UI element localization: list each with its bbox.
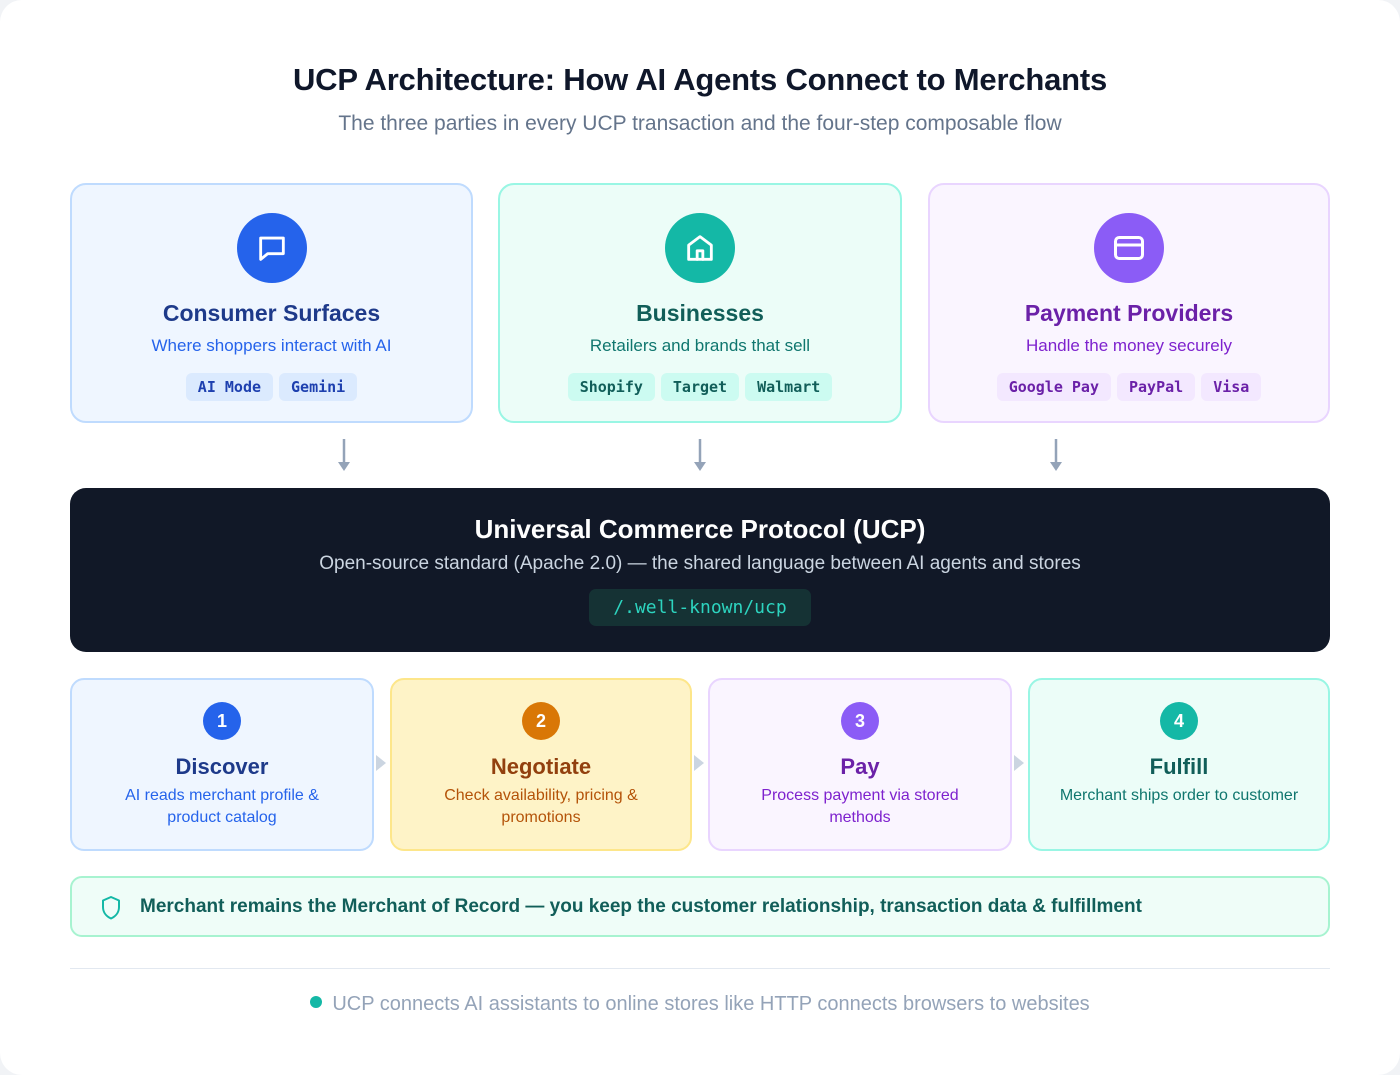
step-number-badge: 1 [203, 702, 241, 740]
divider [70, 968, 1330, 969]
step-title: Pay [840, 754, 880, 779]
step-title: Negotiate [490, 754, 592, 779]
down-arrow-icon [338, 439, 350, 471]
step-description: AI reads merchant profile & product cata… [125, 787, 319, 826]
down-arrow-icon [694, 439, 706, 471]
party-card-consumer-surfaces: Consumer Surfaces Where shoppers interac… [70, 183, 473, 423]
step-card-discover: 1 Discover AI reads merchant profile & p… [70, 678, 374, 851]
party-tags: Shopify Target Walmart [500, 373, 900, 401]
chevron-right-icon [1014, 755, 1024, 771]
party-description: Where shoppers interact with AI [151, 336, 392, 355]
footer-note: UCP connects AI assistants to online sto… [0, 993, 1400, 1016]
step-number-badge: 2 [522, 702, 560, 740]
tag-walmart: Walmart [745, 373, 833, 401]
bullet-dot-icon [310, 996, 323, 1008]
diagram-subtitle: The three parties in every UCP transacti… [338, 112, 1062, 135]
party-title: Payment Providers [1024, 300, 1234, 326]
tag-shopify: Shopify [567, 373, 655, 401]
step-description: Process payment via stored methods [761, 787, 959, 826]
tag-paypal: PayPal [1117, 373, 1196, 401]
shield-icon [102, 896, 120, 920]
party-title: Consumer Surfaces [162, 300, 381, 326]
tag-visa: Visa [1201, 373, 1262, 401]
step-number-badge: 3 [841, 702, 879, 740]
step-card-fulfill: 4 Fulfill Merchant ships order to custom… [1028, 678, 1330, 851]
protocol-title: Universal Commerce Protocol (UCP) [474, 514, 926, 544]
step-title: Fulfill [1149, 754, 1209, 779]
tag-ai-mode: AI Mode [185, 373, 274, 401]
step-description: Check availability, pricing & promotions [444, 787, 638, 826]
party-title: Businesses [636, 300, 764, 326]
home-icon [665, 213, 735, 283]
down-arrow-icon [1050, 439, 1062, 471]
party-description: Retailers and brands that sell [589, 336, 811, 355]
tag-gemini: Gemini [279, 373, 358, 401]
party-card-businesses: Businesses Retailers and brands that sel… [498, 183, 902, 423]
merchant-of-record-note: Merchant remains the Merchant of Record … [70, 876, 1330, 937]
step-description: Merchant ships order to customer [1059, 787, 1299, 804]
protocol-endpoint: /.well-known/ucp [589, 589, 811, 626]
tag-target: Target [660, 373, 740, 401]
chevron-right-icon [694, 755, 704, 771]
chat-bubble-icon [236, 213, 307, 283]
credit-card-icon [1094, 213, 1164, 283]
chevron-right-icon [376, 755, 386, 771]
party-tags: AI Mode Gemini [72, 373, 471, 401]
step-card-negotiate: 2 Negotiate Check availability, pricing … [390, 678, 692, 851]
party-tags: Google Pay PayPal Visa [930, 373, 1328, 401]
footer-text: UCP connects AI assistants to online sto… [332, 993, 1090, 1015]
party-card-payment-providers: Payment Providers Handle the money secur… [928, 183, 1330, 423]
step-number-badge: 4 [1160, 702, 1198, 740]
protocol-band: Universal Commerce Protocol (UCP) Open-s… [70, 488, 1330, 652]
tag-google-pay: Google Pay [996, 373, 1111, 401]
merchant-of-record-text: Merchant remains the Merchant of Record … [140, 896, 1142, 917]
protocol-description: Open-source standard (Apache 2.0) — the … [319, 553, 1081, 574]
diagram-title: UCP Architecture: How AI Agents Connect … [292, 62, 1108, 97]
step-title: Discover [175, 754, 269, 779]
party-description: Handle the money securely [1025, 336, 1232, 355]
step-card-pay: 3 Pay Process payment via stored methods [708, 678, 1012, 851]
